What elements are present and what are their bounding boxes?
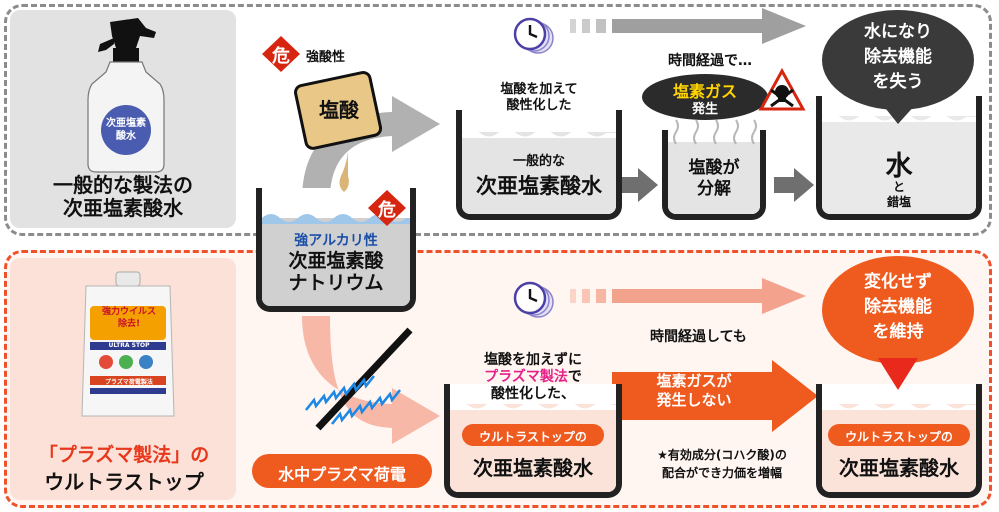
plasma-note-accent: プラズマ製法 <box>484 369 568 385</box>
complex-salt-label: と 錯塩 <box>886 180 911 209</box>
gas-badge-sub: 発生 <box>691 102 718 117</box>
standard-tank-big: 次亜塩素酸水 <box>476 174 602 198</box>
clock-icon <box>513 281 554 318</box>
curved-gray-arrow <box>302 96 440 200</box>
plasma-note-before: 塩酸を加えずに <box>484 352 582 368</box>
clock-icon <box>513 17 554 54</box>
gas-badge-main: 塩素ガス <box>672 82 737 101</box>
top-gray-time-arrow <box>570 8 806 44</box>
ultrastop-pill <box>828 424 970 446</box>
water-label: 水 <box>885 151 913 182</box>
top-time-passes: 時間経過で… <box>668 53 752 69</box>
standard-caption: 一般的な製法の 次亜塩素酸水 <box>53 173 193 220</box>
bottom-pink-time-arrow <box>570 278 806 314</box>
gas-free-arrow <box>612 360 818 432</box>
pouch-sub: プラズマ荷電製法 <box>105 379 153 386</box>
pouch-icon <box>81 271 175 417</box>
ultrastop-pill-label: ウルトラストップの <box>845 430 953 444</box>
sodium-hypochlorite-tank <box>256 188 416 312</box>
standard-acid-tank <box>456 110 622 220</box>
gas-free-label: 塩素ガスが 発生しない <box>656 372 732 409</box>
wave-sodium <box>262 214 410 224</box>
plasma-spark-icon <box>304 327 413 431</box>
plasma-charge-pill <box>252 454 432 488</box>
bottle-label: 次亜塩素 酸水 <box>106 118 146 142</box>
maintain-bubble-text: 変化せず 除去機能 を維持 <box>864 272 932 342</box>
loss-bubble-text: 水になり 除去機能 を失う <box>864 22 932 92</box>
skull-icon <box>758 67 806 111</box>
danger-mark-label: 危 <box>378 200 396 221</box>
sodium-hypochlorite-label: 次亜塩素酸 ナトリウム <box>288 250 384 294</box>
plasma-note-after: で 酸性化した、 <box>491 369 582 402</box>
ultrastop-pill <box>462 424 604 446</box>
water-result-tank <box>816 96 982 220</box>
alkali-label: 強アルカリ性 <box>294 233 378 249</box>
succinic-acid-note: ★有効成分(コハク酸)の 配合ができ力価を増幅 <box>657 448 787 480</box>
chlorine-gas-badge <box>642 74 768 120</box>
wave-standard <box>462 129 616 138</box>
arrow-to-tank2 <box>620 168 658 202</box>
standard-tank-small: 一般的な <box>512 154 565 169</box>
ultrastop-process-tank <box>444 384 622 498</box>
hcl-label: 塩酸 <box>319 98 359 122</box>
standard-step-note: 塩酸を加えて 酸性化した <box>500 82 578 113</box>
hcl-cup-icon <box>294 71 383 192</box>
ultrastop-result-big: 次亜塩素酸水 <box>839 456 959 480</box>
bottom-time-passes: 時間経過しても <box>650 329 747 345</box>
decomposing-label: 塩酸が 分解 <box>688 158 740 199</box>
ultrastop-caption-main: ウルトラストップ <box>44 470 204 494</box>
danger-mark-icon <box>368 190 406 226</box>
ultrastop-pill-label: ウルトラストップの <box>479 430 587 444</box>
maintain-speech-bubble <box>822 256 974 390</box>
wave-ultrastop-process <box>450 401 616 410</box>
arrow-to-tank3 <box>774 168 814 202</box>
pouch-title: 強力ウイルス 除去! <box>101 307 156 329</box>
pouch-brand: ULTRA STOP <box>108 342 150 349</box>
spray-bottle-icon <box>87 18 165 173</box>
plasma-charge-label: 水中プラズマ荷電 <box>278 465 406 484</box>
decomposing-tank <box>662 130 766 220</box>
ultrastop-caption-accent: 「プラズマ製法」の <box>38 444 210 466</box>
plasma-step-note: 塩酸を加えずにプラズマ製法で 酸性化した、 <box>444 352 622 403</box>
loss-speech-bubble <box>822 10 974 124</box>
curved-pink-arrow <box>302 316 440 444</box>
fume-lines-icon <box>673 119 757 145</box>
danger-mark-icon <box>262 36 300 72</box>
danger-mark-label: 危 <box>272 46 290 67</box>
wave-ultrastop-result <box>822 401 976 410</box>
ultrastop-tank-big: 次亜塩素酸水 <box>473 456 593 480</box>
strong-acid-label: 強酸性 <box>306 50 346 65</box>
